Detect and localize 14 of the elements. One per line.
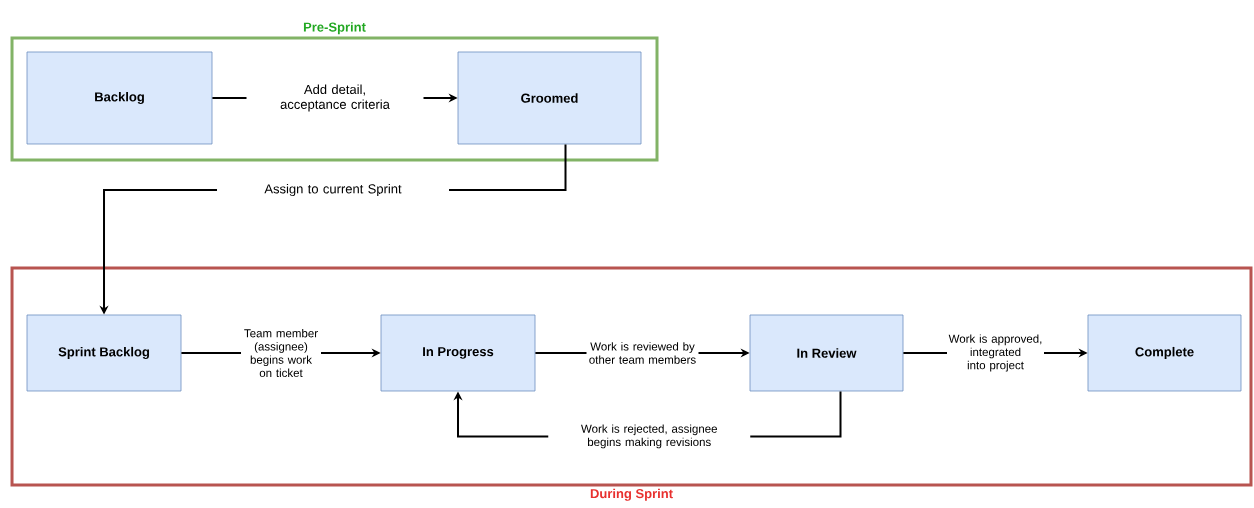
edge-label: Team member (assignee) begins work on ticket — [241, 327, 321, 379]
process-box: In Progress — [380, 314, 536, 392]
edge-label: Assign to current Sprint — [217, 182, 449, 198]
node-label: Pre-Sprint — [303, 22, 366, 35]
edge-label: Add detail, acceptance criteria — [246, 83, 424, 113]
process-box: In Review — [749, 314, 904, 392]
process-box: Complete — [1087, 314, 1242, 392]
edge-label: Work is reviewed by other team members — [586, 341, 699, 365]
edge-label: Work is rejected, assignee begins making revisions — [548, 423, 751, 450]
process-box: Groomed — [457, 51, 642, 145]
edge-label: Work is approved, integrated into project — [947, 333, 1044, 373]
node-label: During Sprint — [590, 488, 673, 501]
process-box: Backlog — [26, 51, 213, 145]
process-box: Sprint Backlog — [26, 314, 182, 392]
